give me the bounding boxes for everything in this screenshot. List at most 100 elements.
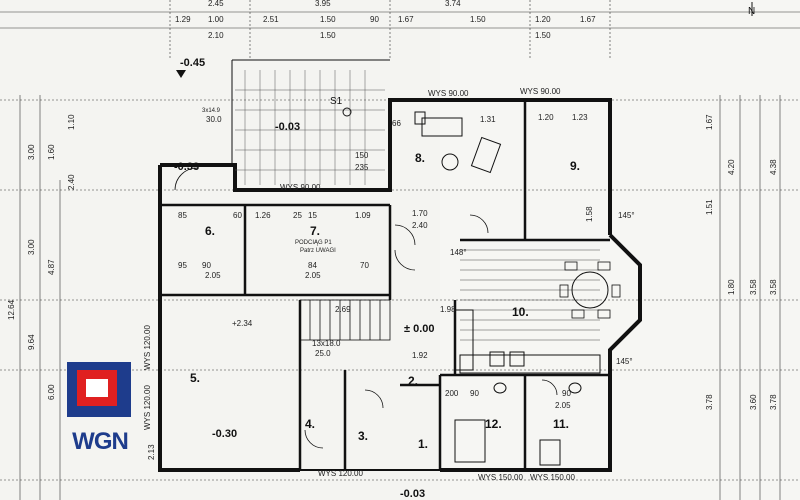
column-s1-label: S1 [330,96,343,107]
interior-walls [160,100,610,470]
exterior-walls [158,59,642,472]
inner-stairs [299,299,391,341]
room-11-label: 11. [553,417,569,431]
top-dim-2: 1.00 [208,15,224,24]
r7-dim-g: 2.05 [305,271,321,280]
living-furniture [414,111,502,174]
right-dim-6: 3.58 [749,279,758,295]
angle-label-2: 148° [450,248,467,257]
r8-dim-d: 235 [355,163,369,172]
stairs-label-4: 25.0 [315,349,331,358]
room-5-label: 5. [190,371,200,385]
left-dim-1: 3.00 [27,144,36,160]
wys-label-7: WYS 150.00 [530,473,575,482]
wys-label-3: WYS 90.00 [280,183,321,192]
top-dim-7: 1.50 [470,15,486,24]
left-dim-10: 2.13 [147,444,156,460]
top-dim-11: 1.50 [320,31,336,40]
r7-dim-f: 70 [360,261,369,270]
r8-dim-a: 1.31 [480,115,496,124]
right-dim-3: 4.38 [769,159,778,175]
left-dim-9: 1.10 [67,114,76,130]
wys-label-8: WYS 120.00 [318,469,363,478]
room-7-label: 7. [310,224,320,238]
beam-label: PODCIĄG P1 [295,240,332,246]
wys-label-6: WYS 150.00 [478,473,523,482]
compass-label: N [748,6,755,17]
wys-label-4: WYS 120.00 [143,325,152,370]
top-dim-5: 90 [370,15,379,24]
top-dim-8: 1.20 [535,15,551,24]
r11-dim-b: 90 [562,389,571,398]
wys-label-5: WYS 120.00 [143,385,152,430]
angle-label-3: 145° [616,357,633,366]
wys-label-2: WYS 90.00 [520,87,561,96]
stairs-label-3: 13x18.0 [312,339,341,348]
top-dim-3: 2.51 [263,15,279,24]
angle-label-1: 145° [618,211,635,220]
room-6-label: 6. [205,224,215,238]
right-dim-8: 3.60 [749,394,758,410]
room-12-label: 12. [485,417,502,431]
level-label-5: ± 0.00 [404,323,435,335]
level-label-4: +2.34 [232,319,253,328]
r7-dim-a: 1.26 [255,211,271,220]
right-dim-7: 3.78 [705,394,714,410]
r6-dim-d: 90 [202,261,211,270]
r10-dim-c: 1.92 [412,351,428,360]
left-dim-2: 1.60 [47,144,56,160]
r6-dim-a: 85 [178,211,187,220]
r7-dim-c: 15 [308,211,317,220]
room-8-label: 8. [415,151,425,165]
top-dim-1: 1.29 [175,15,191,24]
right-dim-9: 3.78 [769,394,778,410]
dining-table [559,261,621,319]
right-dim-4: 1.51 [705,199,714,215]
r12-dim-a: 90 [470,389,479,398]
level-label-7: -0.03 [400,488,425,500]
terrace-hatching [235,70,385,185]
level-label-6: -0.30 [212,428,237,440]
logo-text: WGN [72,428,129,455]
logo-white-center-icon [86,379,108,397]
level-label-1: -0.45 [180,57,205,69]
top-dim-14: 3.95 [315,0,331,8]
room-4-label: 4. [305,417,315,431]
left-dim-3: 2.40 [67,174,76,190]
right-dim-1: 1.67 [705,114,714,130]
door-swings [174,167,558,449]
beam-note: Patrz UWAGI [300,248,336,254]
room-9-label: 9. [570,159,580,173]
r6-dim-b: 60 [233,211,242,220]
r6-dim-c: 95 [178,261,187,270]
left-dim-5: 4.87 [47,259,56,275]
stairs-label-2: 30.0 [206,115,222,124]
right-dim-2: 4.20 [727,159,736,175]
r8-dim-f: 2.40 [412,221,428,230]
top-dim-10: 2.10 [208,31,224,40]
wgn-logo: WGN [64,360,136,460]
r10-dim-a: 1.98 [440,305,456,314]
r7-dim-b: 25 [293,211,302,220]
r8-dim-e: 1.70 [412,209,428,218]
bathroom-fixtures [454,351,582,466]
r11-dim-a: 2.05 [555,401,571,410]
r7-dim-d: 1.09 [355,211,371,220]
kitchen-counter [459,354,601,374]
top-dim-6: 1.67 [398,15,414,24]
room-3-label: 3. [358,429,368,443]
top-dim-9: 1.67 [580,15,596,24]
column-s1-icon [342,107,352,117]
r12-dim-b: 200 [445,389,459,398]
level-label-2: -0.03 [275,121,300,133]
top-dim-13: 2.45 [208,0,224,8]
right-dim-5: 3.58 [769,279,778,295]
left-dim-7: 9.64 [27,334,36,350]
kitchen-counter-side [454,309,474,371]
r9-dim-b: 1.20 [538,113,554,122]
stairs-label-1: 3x14.9 [202,108,221,114]
level-marker-icon [176,70,186,78]
r10-dim-b: 2.69 [335,305,351,314]
r8-dim-b: 66 [392,119,401,128]
right-dim-10: 1.80 [727,279,736,295]
